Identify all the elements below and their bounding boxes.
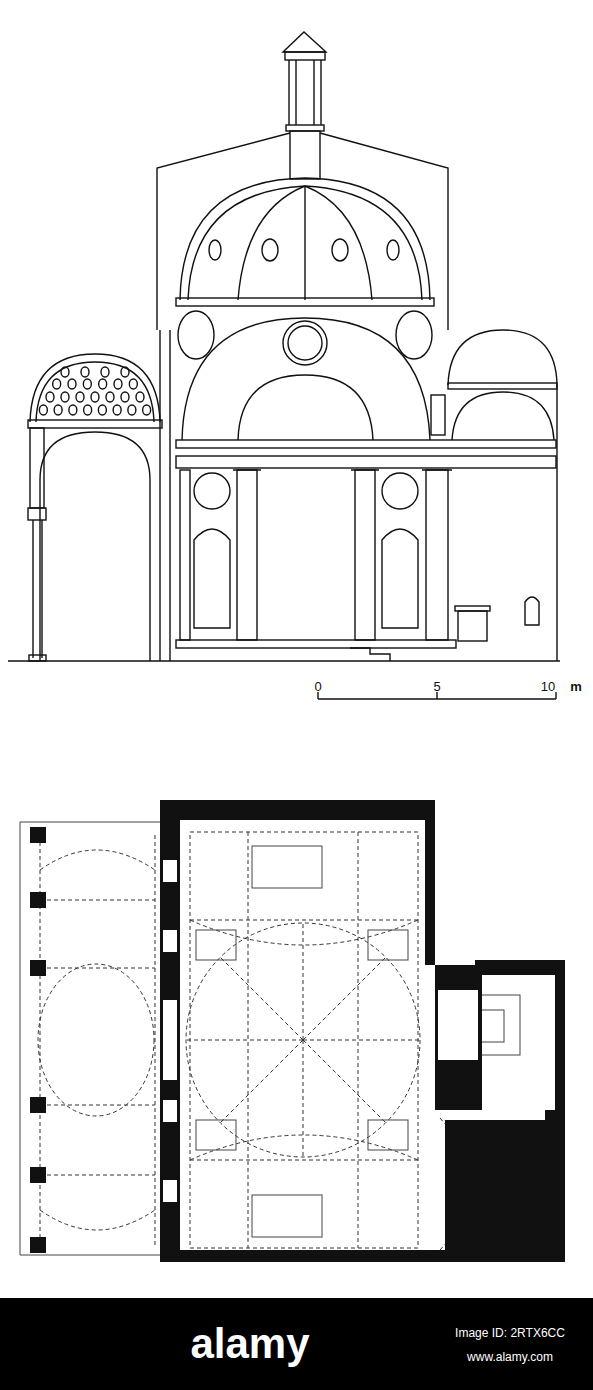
coffer xyxy=(53,379,61,389)
scale-unit: m xyxy=(570,680,582,693)
watermark-logo: alamy xyxy=(190,1323,309,1365)
coffer xyxy=(76,392,84,402)
floor-plan xyxy=(20,800,565,1262)
coffer xyxy=(121,392,129,402)
coffer xyxy=(61,367,69,377)
scale-number: 0 xyxy=(314,680,321,693)
coffer xyxy=(128,405,136,415)
coffer xyxy=(99,379,107,389)
coffer xyxy=(114,379,122,389)
coffer xyxy=(68,379,76,389)
watermark-url: www.alamy.com xyxy=(467,1351,553,1363)
coffer xyxy=(69,405,77,415)
coffer xyxy=(106,392,114,402)
coffer xyxy=(129,379,137,389)
coffer xyxy=(83,379,91,389)
watermark-band xyxy=(0,1298,593,1390)
coffer xyxy=(84,405,92,415)
coffer xyxy=(113,405,121,415)
coffer xyxy=(61,392,69,402)
scale-bar xyxy=(318,692,556,699)
coffer xyxy=(81,367,89,377)
section-elevation xyxy=(8,32,560,661)
scale-number: 10 xyxy=(541,680,555,693)
watermark-id: Image ID: 2RTX6CC xyxy=(455,1327,565,1339)
coffer xyxy=(136,392,144,402)
coffer xyxy=(143,405,151,415)
coffer xyxy=(101,367,109,377)
coffer xyxy=(54,405,62,415)
coffer xyxy=(121,367,129,377)
coffer xyxy=(91,392,99,402)
scale-number: 5 xyxy=(433,680,440,693)
coffer xyxy=(46,392,54,402)
coffer xyxy=(98,405,106,415)
coffer xyxy=(39,405,47,415)
